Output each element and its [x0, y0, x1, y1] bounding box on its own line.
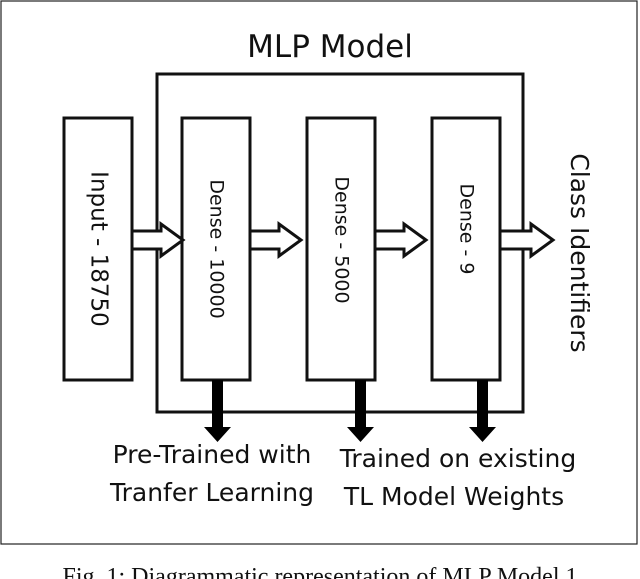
layer-label-input: Input - 18750 [86, 171, 112, 327]
output-label: Class Identifiers [565, 153, 594, 352]
arrow-input-to-dense1 [130, 221, 186, 259]
arrow-down-dense2 [347, 380, 374, 442]
annotation-trained-line2: TL Model Weights [343, 482, 564, 511]
layer-label-dense-5000: Dense - 5000 [331, 176, 353, 303]
layer-label-dense-9: Dense - 9 [456, 184, 478, 275]
annotation-trained-line1: Trained on existing [339, 444, 576, 473]
arrow-dense1-to-dense2 [248, 221, 304, 259]
figure-caption: Fig. 1: Diagrammatic representation of M… [62, 564, 577, 579]
arrow-down-dense3 [469, 380, 496, 442]
diagram-title: MLP Model [247, 29, 413, 65]
annotation-pretrained-line2: Tranfer Learning [109, 478, 314, 507]
arrow-dense3-to-output [498, 221, 556, 259]
layer-box-dense-9 [430, 116, 502, 382]
layer-label-dense-10000: Dense - 10000 [206, 179, 228, 318]
layer-box-input [62, 116, 134, 382]
arrow-down-dense1 [204, 380, 231, 442]
annotation-pretrained-line1: Pre-Trained with [113, 440, 312, 469]
arrow-dense2-to-dense3 [373, 221, 429, 259]
layer-box-dense-5000 [305, 116, 377, 382]
